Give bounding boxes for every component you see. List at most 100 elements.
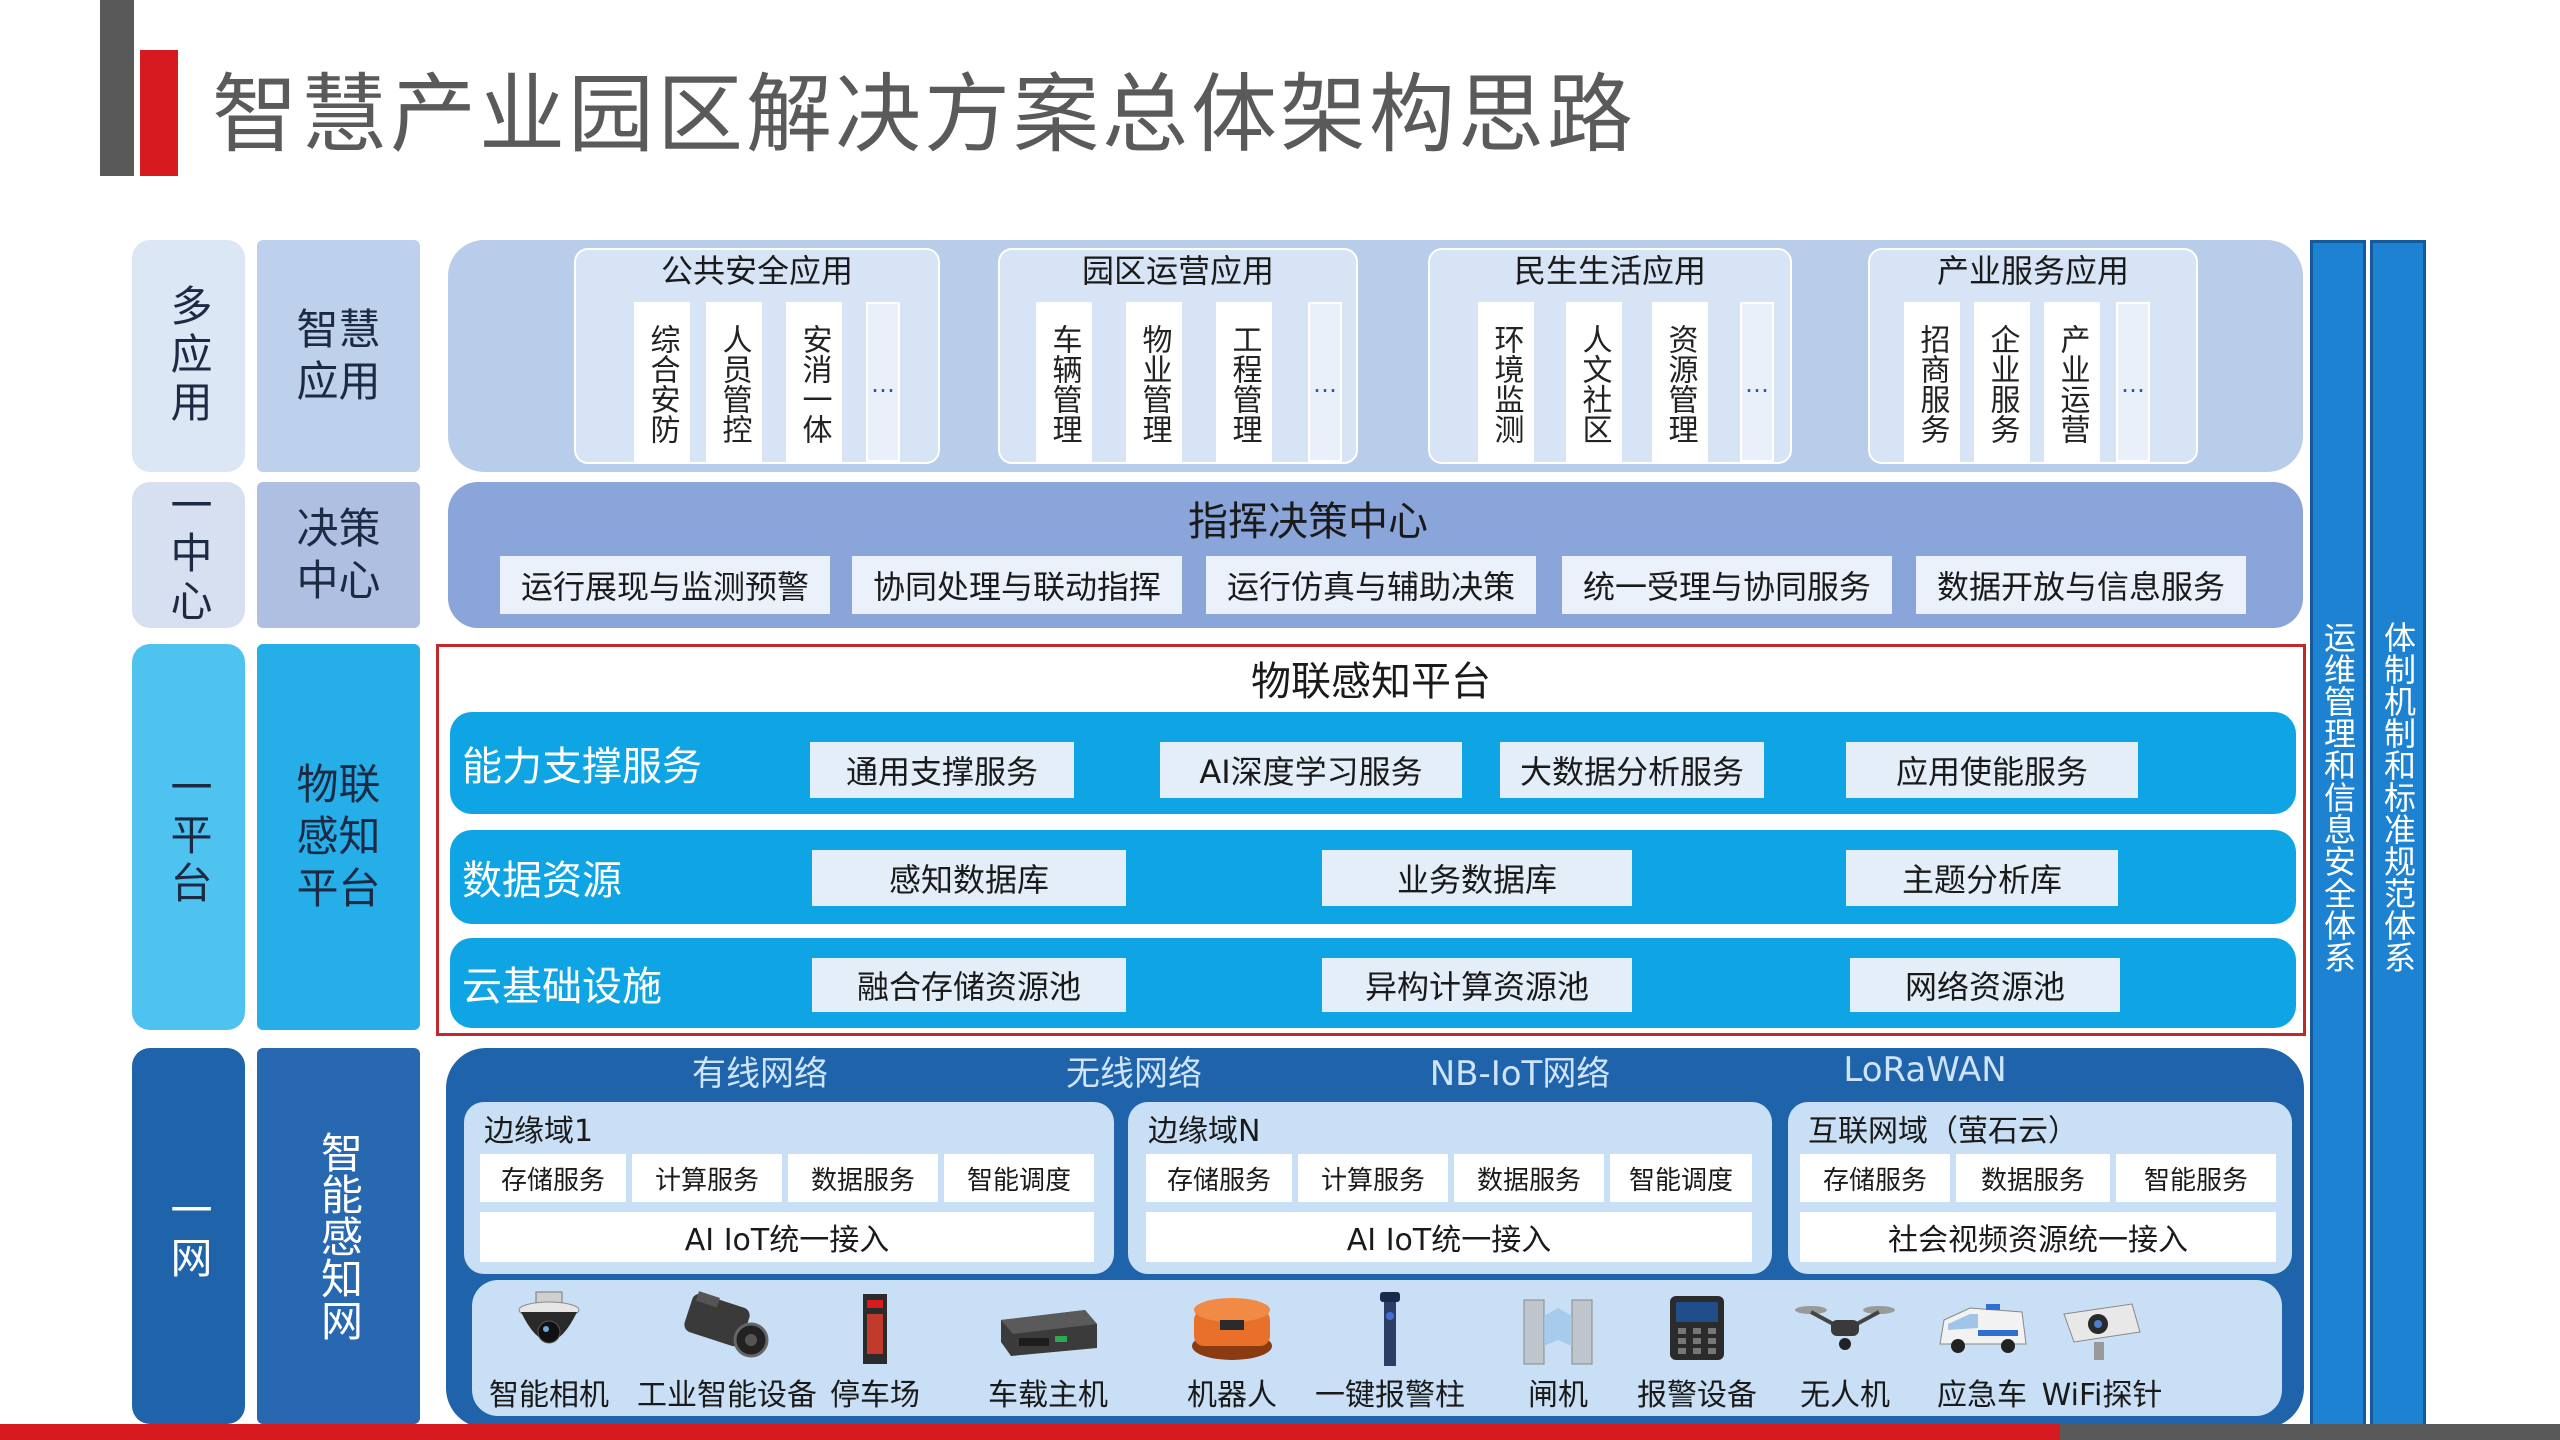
decision-center-title: 指挥决策中心: [1188, 499, 1428, 545]
robot-icon: [1192, 1298, 1272, 1360]
device-vehicle-host[interactable]: 车载主机: [978, 1288, 1118, 1414]
platform-row-capability: 能力支撑服务 通用支撑服务 AI深度学习服务 大数据分析服务 应用使能服务: [450, 712, 2296, 814]
edge-service[interactable]: 存储服务: [1146, 1154, 1292, 1202]
app-item[interactable]: 车辆管理: [1036, 302, 1092, 462]
platform-item[interactable]: 业务数据库: [1322, 850, 1632, 906]
layer-sublabel-decision-text: 决策中心: [296, 504, 381, 605]
edge-service[interactable]: 存储服务: [1800, 1154, 1950, 1202]
edge-unified-access[interactable]: AI IoT统一接入: [1146, 1212, 1752, 1262]
app-group-industry-service: 产业服务应用 招商服务 企业服务 产业运营 …: [1868, 248, 2198, 464]
device-label: 应急车: [1937, 1378, 2027, 1413]
app-item-more[interactable]: …: [866, 302, 900, 462]
platform-item[interactable]: 网络资源池: [1850, 958, 2120, 1012]
app-item[interactable]: 安消一体: [786, 302, 842, 462]
app-item[interactable]: 环境监测: [1478, 302, 1534, 462]
device-smart-camera[interactable]: 智能相机: [484, 1288, 614, 1414]
app-item[interactable]: 人文社区: [1566, 302, 1622, 462]
layer-sublabel-app-text: 智慧应用: [296, 305, 381, 406]
layer-label-decision: 一中心: [132, 482, 245, 628]
header-accent-gray-bar: [100, 0, 134, 176]
edge-unified-access[interactable]: 社会视频资源统一接入: [1800, 1212, 2276, 1262]
edge-domain-title: 边缘域1: [484, 1114, 594, 1149]
vehicle-host-icon: [1001, 1310, 1097, 1356]
decision-item[interactable]: 数据开放与信息服务: [1916, 556, 2246, 614]
platform-item[interactable]: 大数据分析服务: [1500, 742, 1764, 798]
alarm-pillar-icon: [1380, 1292, 1400, 1366]
device-industrial[interactable]: 工业智能设备: [622, 1288, 832, 1414]
platform-title: 物联感知平台: [1251, 659, 1491, 705]
device-alarm[interactable]: 报警设备: [1632, 1288, 1762, 1414]
app-group-livelihood: 民生生活应用 环境监测 人文社区 资源管理 …: [1428, 248, 1792, 464]
network-type-label: NB-IoT网络: [1429, 1053, 1611, 1094]
layer-label-network: 一网: [132, 1048, 245, 1424]
app-item-more[interactable]: …: [2116, 302, 2150, 462]
platform-item[interactable]: 感知数据库: [812, 850, 1126, 906]
device-label: 停车场: [830, 1378, 920, 1413]
layer-label-platform: 一平台: [132, 644, 245, 1030]
platform-row-data: 数据资源 感知数据库 业务数据库 主题分析库: [450, 830, 2296, 924]
edge-service[interactable]: 数据服务: [1454, 1154, 1604, 1202]
platform-item[interactable]: 应用使能服务: [1846, 742, 2138, 798]
app-item[interactable]: 综合安防: [634, 302, 690, 462]
app-item[interactable]: 工程管理: [1216, 302, 1272, 462]
device-label: 机器人: [1187, 1378, 1277, 1413]
app-item[interactable]: 人员管控: [706, 302, 762, 462]
app-item[interactable]: 物业管理: [1126, 302, 1182, 462]
app-item-more[interactable]: …: [1308, 302, 1342, 462]
device-label: 无人机: [1800, 1378, 1890, 1413]
decision-item[interactable]: 运行仿真与辅助决策: [1206, 556, 1536, 614]
edge-service[interactable]: 存储服务: [480, 1154, 626, 1202]
device-parking[interactable]: 停车场: [812, 1288, 938, 1414]
decision-item[interactable]: 协同处理与联动指挥: [852, 556, 1182, 614]
app-group-title: 民生生活应用: [1513, 252, 1706, 290]
side-column-standards: 体制机制和标准规范体系: [2370, 240, 2426, 1428]
app-group-title: 产业服务应用: [1936, 252, 2129, 290]
edge-service[interactable]: 智能调度: [944, 1154, 1094, 1202]
alarm-panel-icon: [1670, 1296, 1724, 1360]
device-turnstile[interactable]: 闸机: [1498, 1288, 1618, 1414]
parking-barrier-icon: [863, 1294, 887, 1364]
bottom-red-bar: [0, 1424, 2060, 1440]
edge-service[interactable]: 数据服务: [788, 1154, 938, 1202]
app-item[interactable]: 企业服务: [1974, 302, 2030, 462]
app-item[interactable]: 产业运营: [2044, 302, 2100, 462]
industrial-camera-icon: [684, 1291, 769, 1358]
layer-label-app: 多应用: [132, 240, 245, 472]
page-title: 智慧产业园区解决方案总体架构思路: [212, 65, 1636, 165]
app-item[interactable]: 招商服务: [1904, 302, 1960, 462]
device-alarm-pillar[interactable]: 一键报警柱: [1310, 1288, 1470, 1414]
app-group-title: 公共安全应用: [660, 252, 853, 290]
edge-service[interactable]: 智能服务: [2116, 1154, 2276, 1202]
network-type-label: LoRaWAN: [1843, 1050, 2007, 1090]
edge-service[interactable]: 计算服务: [1298, 1154, 1448, 1202]
decision-item[interactable]: 统一受理与协同服务: [1562, 556, 1892, 614]
edge-service[interactable]: 计算服务: [632, 1154, 782, 1202]
edge-unified-access[interactable]: AI IoT统一接入: [480, 1212, 1094, 1262]
internet-domain: 互联网域（萤石云） 存储服务 数据服务 智能服务 社会视频资源统一接入: [1788, 1102, 2292, 1274]
platform-item[interactable]: 主题分析库: [1846, 850, 2118, 906]
app-group-title: 园区运营应用: [1081, 252, 1274, 290]
platform-item[interactable]: AI深度学习服务: [1160, 742, 1462, 798]
device-emergency-vehicle[interactable]: 应急车: [1932, 1288, 2032, 1414]
dome-camera-icon: [518, 1291, 580, 1344]
bottom-gray-bar: [2060, 1424, 2560, 1440]
layer-sublabel-decision: 决策中心: [257, 482, 420, 628]
platform-row-title: 数据资源: [462, 858, 622, 904]
layer-sublabel-app: 智慧应用: [257, 240, 420, 472]
edge-service[interactable]: 智能调度: [1610, 1154, 1752, 1202]
app-item-more[interactable]: …: [1740, 302, 1774, 462]
app-item[interactable]: 资源管理: [1652, 302, 1708, 462]
decision-item[interactable]: 运行展现与监测预警: [500, 556, 830, 614]
drone-icon: [1795, 1306, 1895, 1350]
device-wifi-probe[interactable]: WiFi探针: [2032, 1288, 2172, 1414]
platform-item[interactable]: 融合存储资源池: [812, 958, 1126, 1012]
edge-domain-title: 互联网域（萤石云）: [1808, 1114, 2078, 1149]
edge-service[interactable]: 数据服务: [1956, 1154, 2110, 1202]
platform-row-cloud: 云基础设施 融合存储资源池 异构计算资源池 网络资源池: [450, 938, 2296, 1028]
app-group-public-safety: 公共安全应用 综合安防 人员管控 安消一体 …: [574, 248, 940, 464]
device-drone[interactable]: 无人机: [1780, 1288, 1910, 1414]
platform-item[interactable]: 通用支撑服务: [810, 742, 1074, 798]
device-robot[interactable]: 机器人: [1162, 1288, 1302, 1414]
layer-sublabel-network: 智能感知网: [257, 1048, 420, 1424]
platform-item[interactable]: 异构计算资源池: [1322, 958, 1632, 1012]
